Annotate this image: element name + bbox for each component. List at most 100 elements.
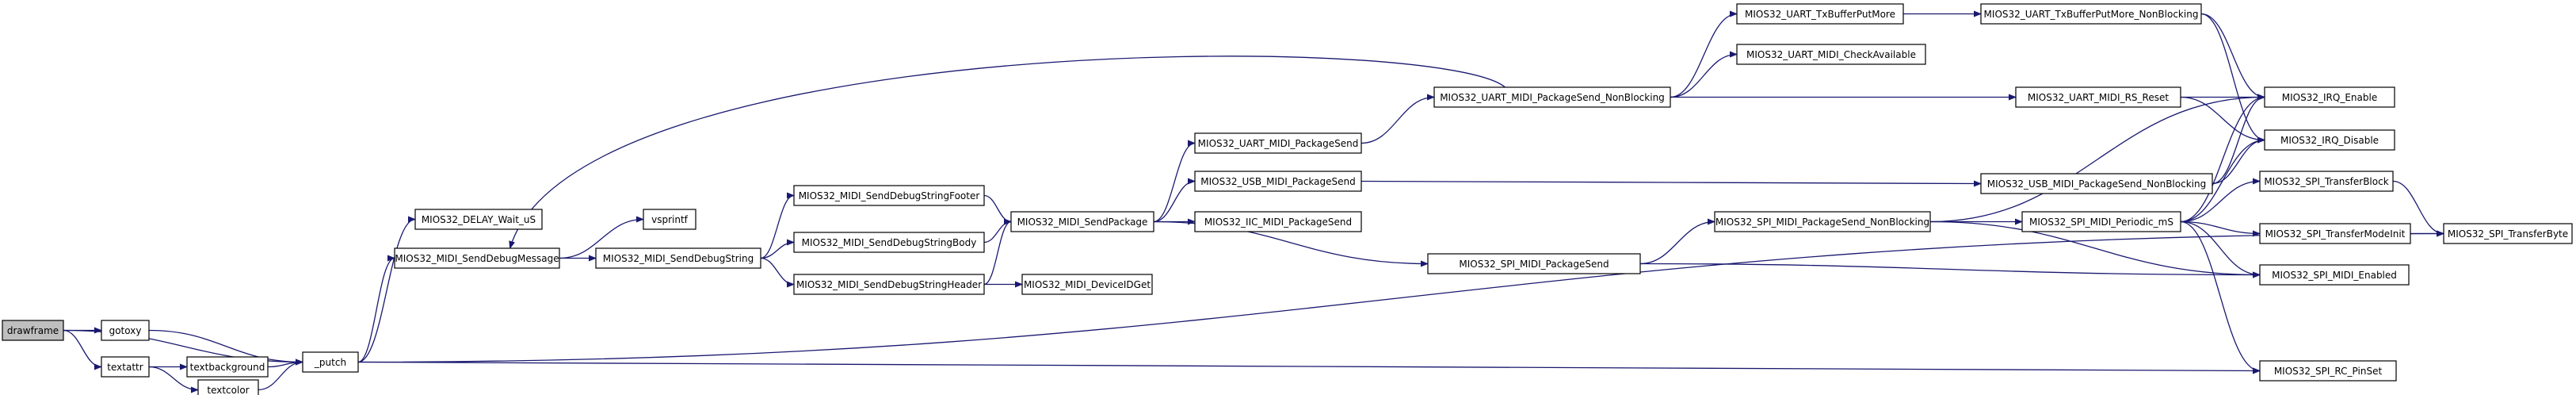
node-box[interactable] xyxy=(101,320,150,341)
node-box[interactable] xyxy=(1194,171,1362,192)
node-box[interactable] xyxy=(1736,44,1926,65)
node-transferblock[interactable]: MIOS32_SPI_TransferBlock xyxy=(2259,171,2394,192)
node-box[interactable] xyxy=(2264,129,2395,151)
node-label: MIOS32_IRQ_Disable xyxy=(2280,135,2379,146)
node-label: MIOS32_UART_TxBufferPutMore_NonBlocking xyxy=(1984,9,2199,20)
node-periodic[interactable]: MIOS32_SPI_MIDI_Periodic_mS xyxy=(2021,211,2181,232)
node-label: MIOS32_MIDI_SendDebugMessage xyxy=(395,253,559,264)
node-label: MIOS32_MIDI_SendPackage xyxy=(1017,217,1148,228)
node-deviceid[interactable]: MIOS32_MIDI_DeviceIDGet xyxy=(1021,274,1153,295)
node-box[interactable] xyxy=(394,247,560,269)
node-label: MIOS32_MIDI_SendDebugStringHeader xyxy=(796,279,982,290)
node-box[interactable] xyxy=(793,274,985,295)
node-vsprintf[interactable]: vsprintf xyxy=(643,209,696,230)
node-label: MIOS32_DELAY_Wait_uS xyxy=(422,214,536,225)
node-label: MIOS32_SPI_MIDI_Enabled xyxy=(2272,270,2397,281)
node-label: MIOS32_SPI_TransferBlock xyxy=(2264,176,2388,187)
node-box[interactable] xyxy=(1194,211,1362,232)
edge-putch-to-senddebugmessage xyxy=(357,255,395,363)
node-box[interactable] xyxy=(793,232,985,253)
node-rsreset[interactable]: MIOS32_UART_MIDI_RS_Reset xyxy=(2015,86,2181,108)
node-senddebugmessage[interactable]: MIOS32_MIDI_SendDebugMessage xyxy=(394,247,560,269)
node-box[interactable] xyxy=(1433,86,1671,108)
node-box[interactable] xyxy=(643,209,696,230)
node-uartsend[interactable]: MIOS32_UART_MIDI_PackageSend xyxy=(1194,132,1362,154)
edge-periodic-to-irqenable xyxy=(2180,94,2265,223)
node-rcpinset[interactable]: MIOS32_SPI_RC_PinSet xyxy=(2259,360,2397,382)
node-label: gotoxy xyxy=(109,325,142,336)
node-label: textcolor xyxy=(207,385,249,395)
edges-layer xyxy=(63,10,2444,393)
edge-usbsendnb-to-irqenable xyxy=(2212,94,2265,185)
nodes-layer: drawframe gotoxy textattr textbackground tex… xyxy=(2,3,2573,395)
node-textattr[interactable]: textattr xyxy=(101,356,150,378)
edge-senddebugstring-to-body xyxy=(760,239,795,259)
node-transferbyte[interactable]: MIOS32_SPI_TransferByte xyxy=(2443,223,2573,244)
node-box[interactable] xyxy=(1427,253,1641,274)
node-delay[interactable]: MIOS32_DELAY_Wait_uS xyxy=(414,209,543,230)
node-label: MIOS32_UART_MIDI_RS_Reset xyxy=(2028,92,2169,103)
node-label: textbackground xyxy=(190,362,265,373)
node-box[interactable] xyxy=(2259,360,2397,382)
node-box[interactable] xyxy=(1736,3,1904,25)
node-uartsendnb[interactable]: MIOS32_UART_MIDI_PackageSend_NonBlocking xyxy=(1433,86,1671,108)
node-box[interactable] xyxy=(1980,173,2213,194)
node-box[interactable] xyxy=(793,185,985,206)
node-box[interactable] xyxy=(414,209,543,230)
node-footer[interactable]: MIOS32_MIDI_SendDebugStringFooter xyxy=(793,185,985,206)
node-box[interactable] xyxy=(1010,211,1154,232)
node-iicsend[interactable]: MIOS32_IIC_MIDI_PackageSend xyxy=(1194,211,1362,232)
node-body[interactable]: MIOS32_MIDI_SendDebugStringBody xyxy=(793,232,985,253)
node-label: textattr xyxy=(107,362,143,373)
edge-senddebugmessage-to-vsprintf xyxy=(559,216,644,259)
node-label: MIOS32_MIDI_DeviceIDGet xyxy=(1024,279,1151,290)
edge-uartsendnb-to-senddebugmessage xyxy=(509,56,1506,249)
node-gotoxy[interactable]: gotoxy xyxy=(101,320,150,341)
node-box[interactable] xyxy=(2259,223,2411,244)
node-txbufputmore[interactable]: MIOS32_UART_TxBufferPutMore xyxy=(1736,3,1904,25)
node-spisend[interactable]: MIOS32_SPI_MIDI_PackageSend xyxy=(1427,253,1641,274)
node-usbsend[interactable]: MIOS32_USB_MIDI_PackageSend xyxy=(1194,171,1362,192)
node-box[interactable] xyxy=(1021,274,1153,295)
node-label: MIOS32_USB_MIDI_PackageSend_NonBlocking xyxy=(1987,178,2206,190)
node-drawframe[interactable]: drawframe xyxy=(2,320,64,341)
node-box[interactable] xyxy=(2021,211,2181,232)
node-label: MIOS32_IIC_MIDI_PackageSend xyxy=(1204,217,1352,228)
node-box[interactable] xyxy=(2443,223,2573,244)
edge-footer-to-sendpackage xyxy=(983,194,1012,225)
node-box[interactable] xyxy=(1194,132,1362,154)
node-putch[interactable]: _putch xyxy=(302,351,359,373)
node-header[interactable]: MIOS32_MIDI_SendDebugStringHeader xyxy=(793,274,985,295)
edge-header-to-sendpackage xyxy=(983,218,1012,286)
node-irqenable[interactable]: MIOS32_IRQ_Enable xyxy=(2264,86,2395,108)
node-textcolor[interactable]: textcolor xyxy=(197,379,259,395)
node-spisendnb[interactable]: MIOS32_SPI_MIDI_PackageSend_NonBlocking xyxy=(1714,211,1931,232)
node-textbackground[interactable]: textbackground xyxy=(186,356,269,378)
edge-periodic-to-rcpinset xyxy=(2180,221,2261,374)
node-checkavail[interactable]: MIOS32_UART_MIDI_CheckAvailable xyxy=(1736,44,1926,65)
node-irqdisable[interactable]: MIOS32_IRQ_Disable xyxy=(2264,129,2395,151)
node-senddebugstring[interactable]: MIOS32_MIDI_SendDebugString xyxy=(595,247,761,269)
node-box[interactable] xyxy=(101,356,150,378)
edge-spisendnb-to-spienabled xyxy=(1929,221,2261,278)
node-sendpackage[interactable]: MIOS32_MIDI_SendPackage xyxy=(1010,211,1154,232)
node-box[interactable] xyxy=(2259,171,2394,192)
node-box[interactable] xyxy=(2015,86,2181,108)
node-box[interactable] xyxy=(197,379,259,395)
node-txbufputmorenb[interactable]: MIOS32_UART_TxBufferPutMore_NonBlocking xyxy=(1980,3,2202,25)
node-box[interactable] xyxy=(595,247,761,269)
node-label: MIOS32_MIDI_SendDebugStringFooter xyxy=(799,190,980,201)
node-transfermodeinit[interactable]: MIOS32_SPI_TransferModeInit xyxy=(2259,223,2411,244)
node-box[interactable] xyxy=(2264,86,2395,108)
node-usbsendnb[interactable]: MIOS32_USB_MIDI_PackageSend_NonBlocking xyxy=(1980,173,2213,194)
node-label: _putch xyxy=(314,357,346,368)
node-spienabled[interactable]: MIOS32_SPI_MIDI_Enabled xyxy=(2259,264,2410,286)
node-label: drawframe xyxy=(7,325,59,336)
node-box[interactable] xyxy=(2,320,64,341)
node-box[interactable] xyxy=(1714,211,1931,232)
node-box[interactable] xyxy=(186,356,269,378)
node-box[interactable] xyxy=(302,351,359,373)
edge-spisend-to-spisendnb xyxy=(1639,218,1715,265)
node-box[interactable] xyxy=(2259,264,2410,286)
node-box[interactable] xyxy=(1980,3,2202,25)
